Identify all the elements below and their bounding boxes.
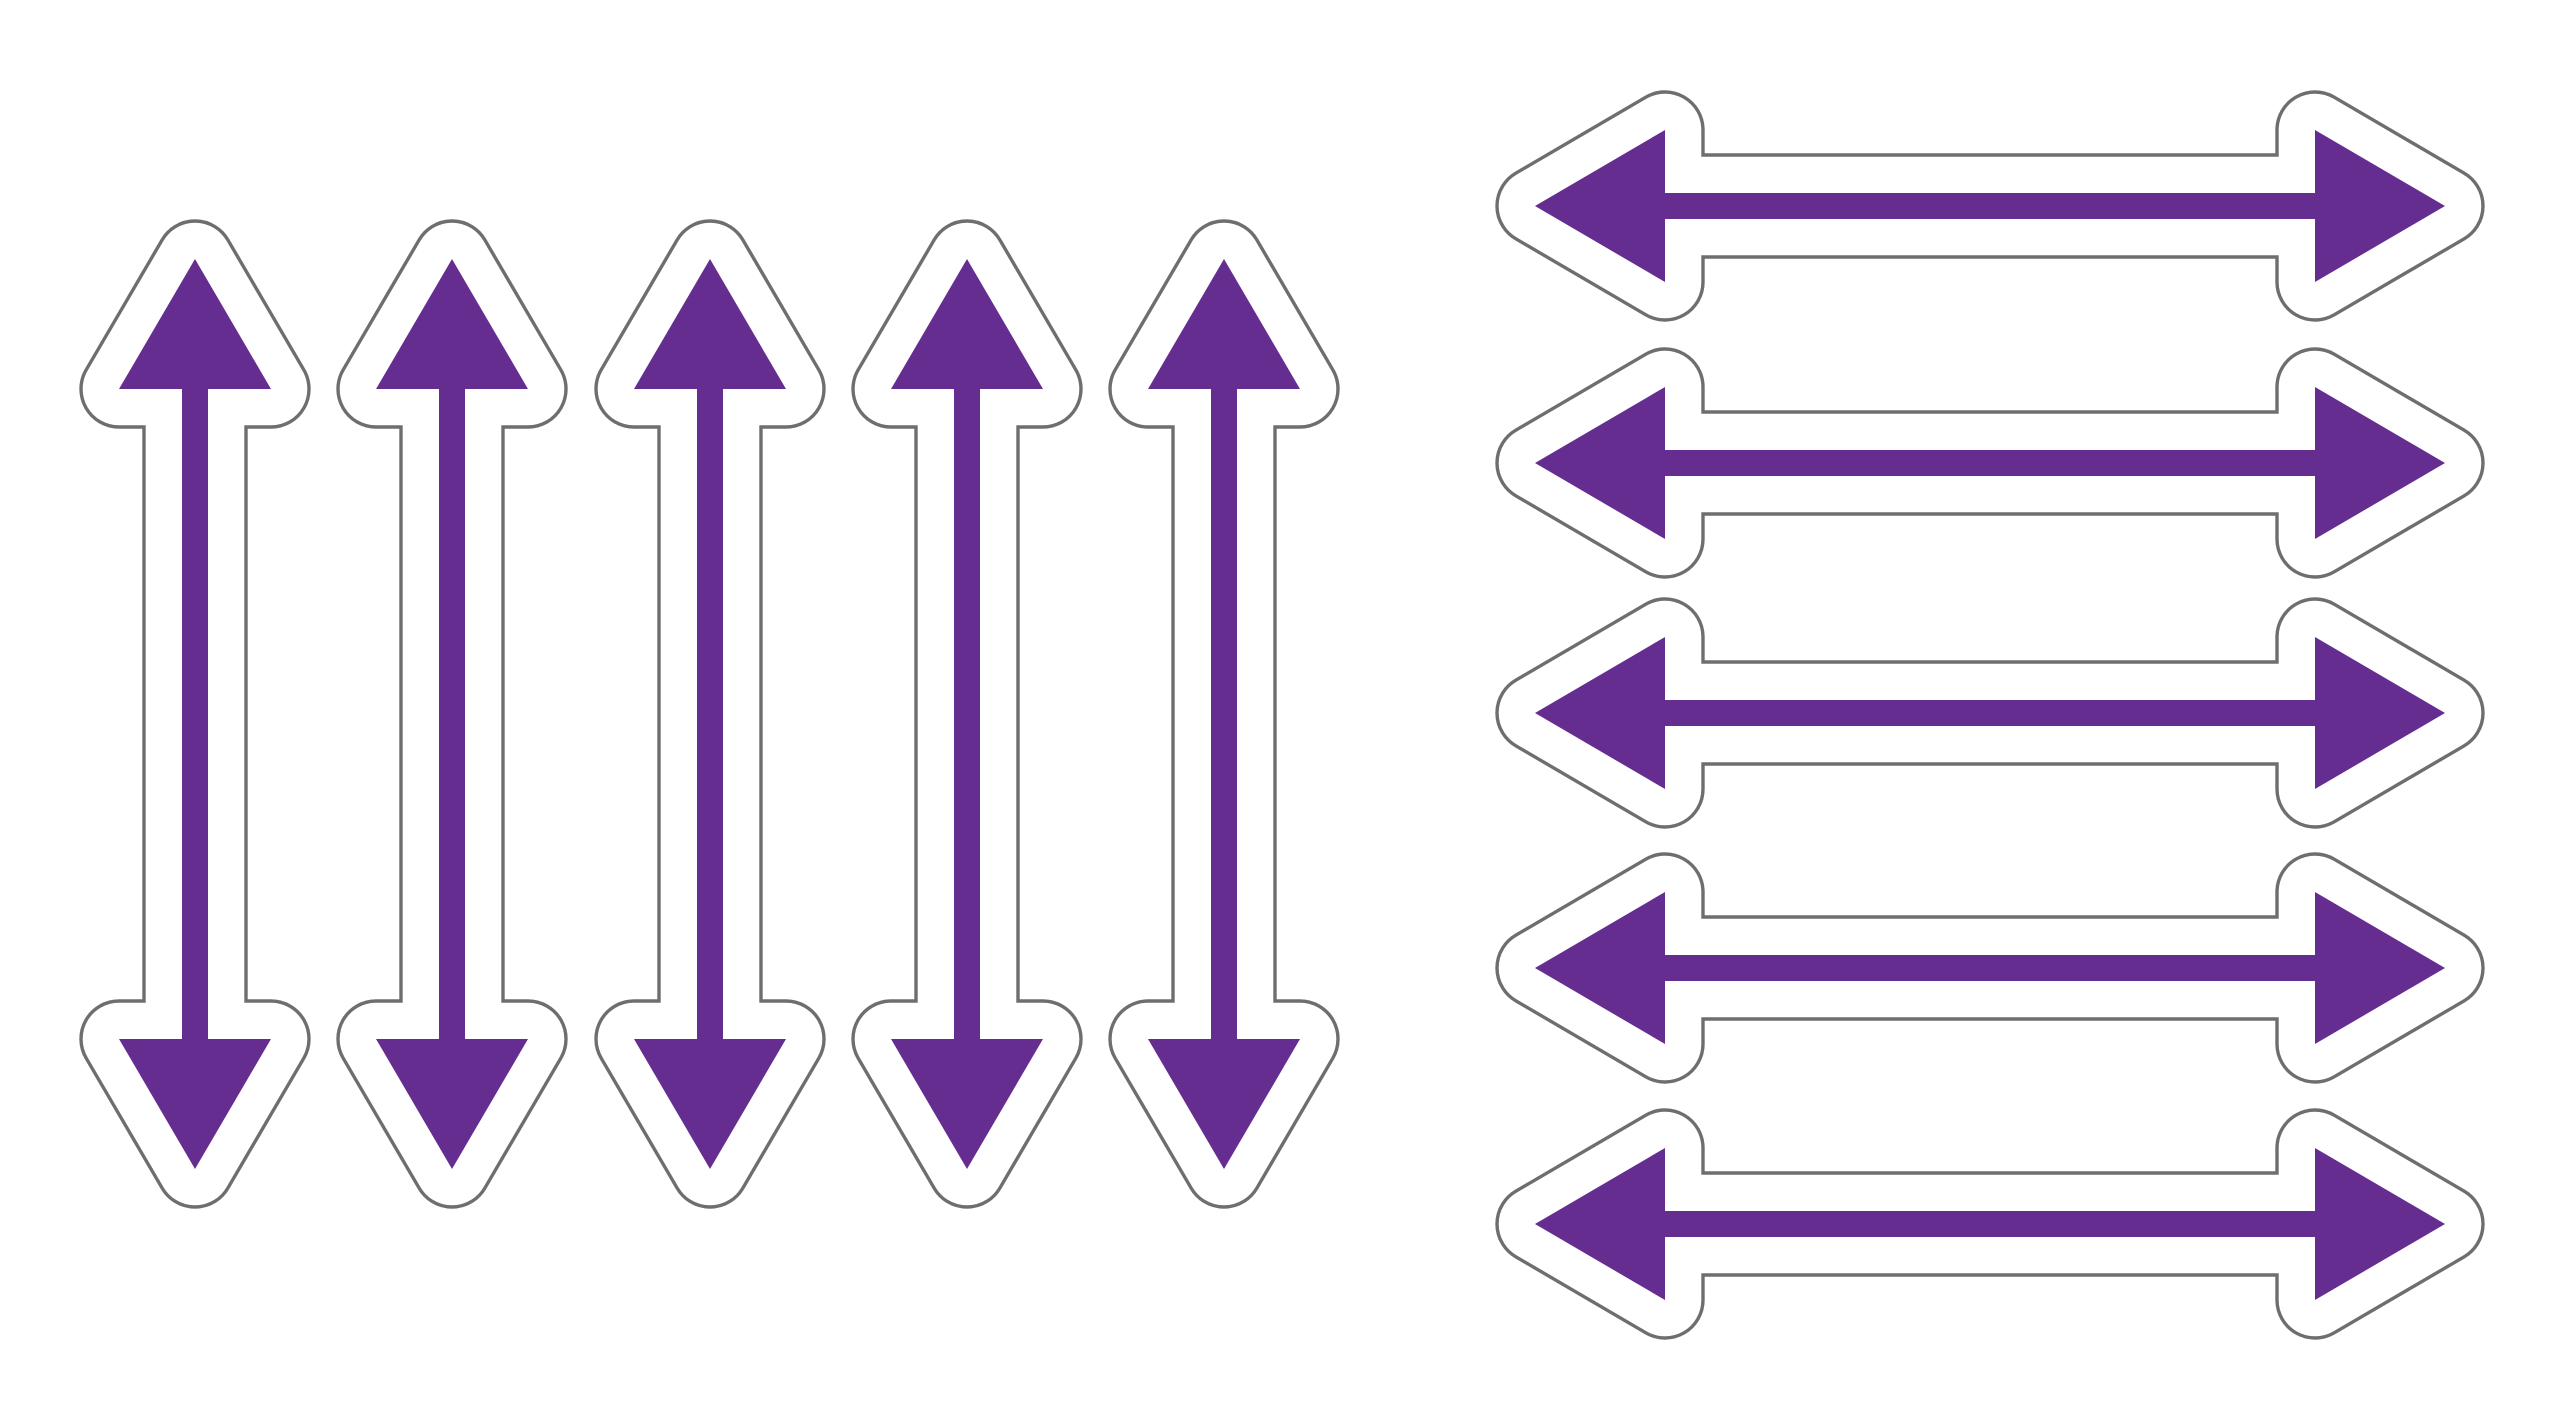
purple-arrow-shape xyxy=(891,259,1043,1169)
purple-arrow-shape xyxy=(376,259,528,1169)
double-headed-arrow-vertical-icon xyxy=(594,219,826,1209)
double-headed-arrow-horizontal-icon xyxy=(1495,597,2485,829)
vertical-arrow-stickers xyxy=(79,219,1340,1209)
purple-arrow-shape xyxy=(1535,637,2445,789)
purple-arrow-shape xyxy=(1535,387,2445,539)
double-headed-arrow-horizontal-icon xyxy=(1495,1108,2485,1340)
horizontal-arrow-stickers xyxy=(1495,90,2485,1340)
purple-arrow-shape xyxy=(1148,259,1300,1169)
purple-arrow-shape xyxy=(1535,1148,2445,1300)
purple-arrow-shape xyxy=(1535,892,2445,1044)
double-headed-arrow-vertical-icon xyxy=(1108,219,1340,1209)
double-headed-arrow-horizontal-icon xyxy=(1495,852,2485,1084)
double-headed-arrow-vertical-icon xyxy=(79,219,311,1209)
double-headed-arrow-vertical-icon xyxy=(336,219,568,1209)
purple-arrow-shape xyxy=(1535,130,2445,282)
purple-arrow-shape xyxy=(634,259,786,1169)
double-headed-arrow-horizontal-icon xyxy=(1495,90,2485,322)
double-headed-arrow-vertical-icon xyxy=(851,219,1083,1209)
double-headed-arrow-horizontal-icon xyxy=(1495,347,2485,579)
purple-arrow-shape xyxy=(119,259,271,1169)
